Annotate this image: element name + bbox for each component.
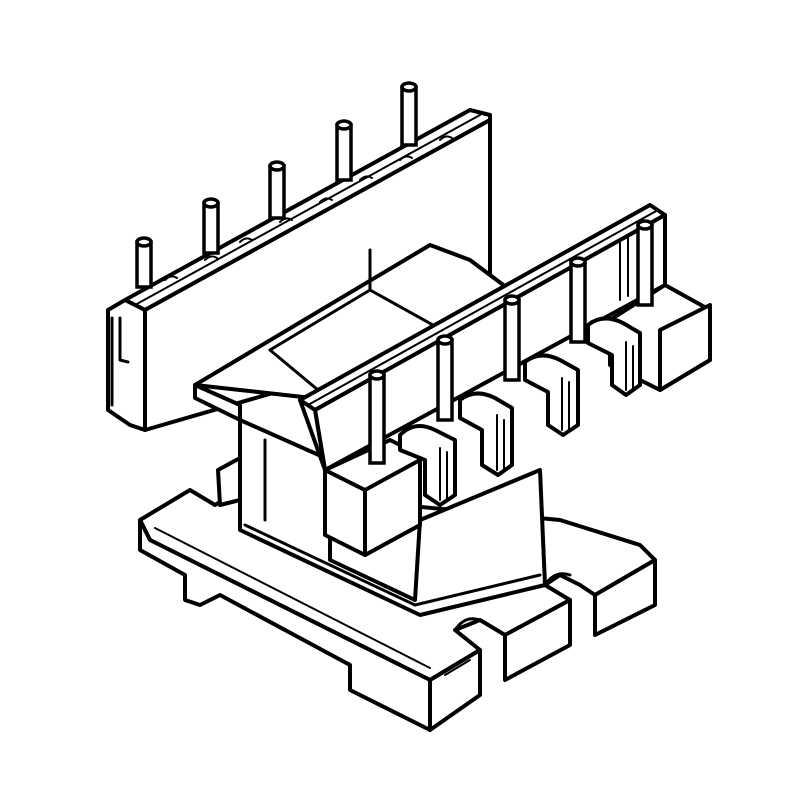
front-pin-2 (436, 334, 454, 422)
front-pin-4 (569, 256, 587, 344)
front-flange (298, 203, 712, 557)
rear-pins (135, 81, 418, 289)
rear-pin-3 (268, 160, 286, 220)
front-pin-1 (368, 369, 386, 465)
rear-pin-4 (335, 119, 353, 182)
rear-pin-1 (135, 236, 153, 289)
front-pins (368, 219, 654, 465)
rear-pin-5 (400, 81, 418, 147)
rear-pin-2 (202, 197, 220, 255)
front-pin-3 (503, 294, 521, 382)
front-pin-5 (636, 219, 654, 307)
